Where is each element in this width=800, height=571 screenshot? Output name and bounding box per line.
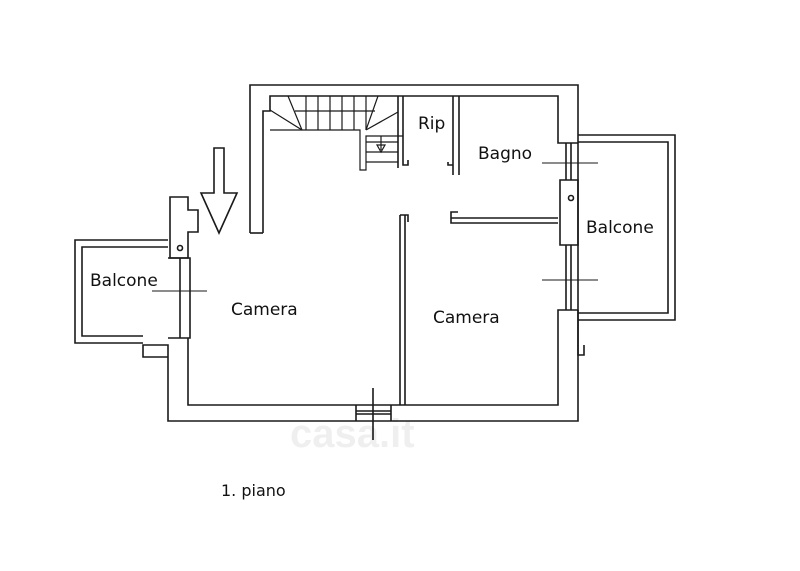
right-wall-detail bbox=[577, 310, 585, 356]
balcony-right bbox=[578, 134, 676, 321]
room-label-camera-left: Camera bbox=[231, 300, 298, 320]
staircase bbox=[269, 95, 403, 171]
room-label-balcone-right: Balcone bbox=[586, 218, 654, 238]
floor-label: 1. piano bbox=[221, 481, 286, 500]
bottom-window bbox=[355, 388, 392, 440]
left-pillar bbox=[169, 196, 199, 259]
right-pillar bbox=[559, 179, 579, 246]
entry-arrow-icon bbox=[199, 147, 239, 235]
chimney-icon bbox=[176, 244, 184, 252]
chimney-icon bbox=[567, 194, 575, 202]
room-label-balcone-left: Balcone bbox=[90, 271, 158, 291]
watermark: casa.it bbox=[290, 412, 415, 456]
balcony-left bbox=[74, 239, 168, 344]
opening-markers bbox=[152, 162, 598, 292]
walls bbox=[142, 84, 579, 422]
room-label-rip: Rip bbox=[418, 114, 446, 134]
interior-walls bbox=[397, 96, 558, 405]
room-label-camera-right: Camera bbox=[433, 308, 500, 328]
right-windows bbox=[565, 143, 572, 310]
room-label-bagno: Bagno bbox=[478, 144, 533, 164]
